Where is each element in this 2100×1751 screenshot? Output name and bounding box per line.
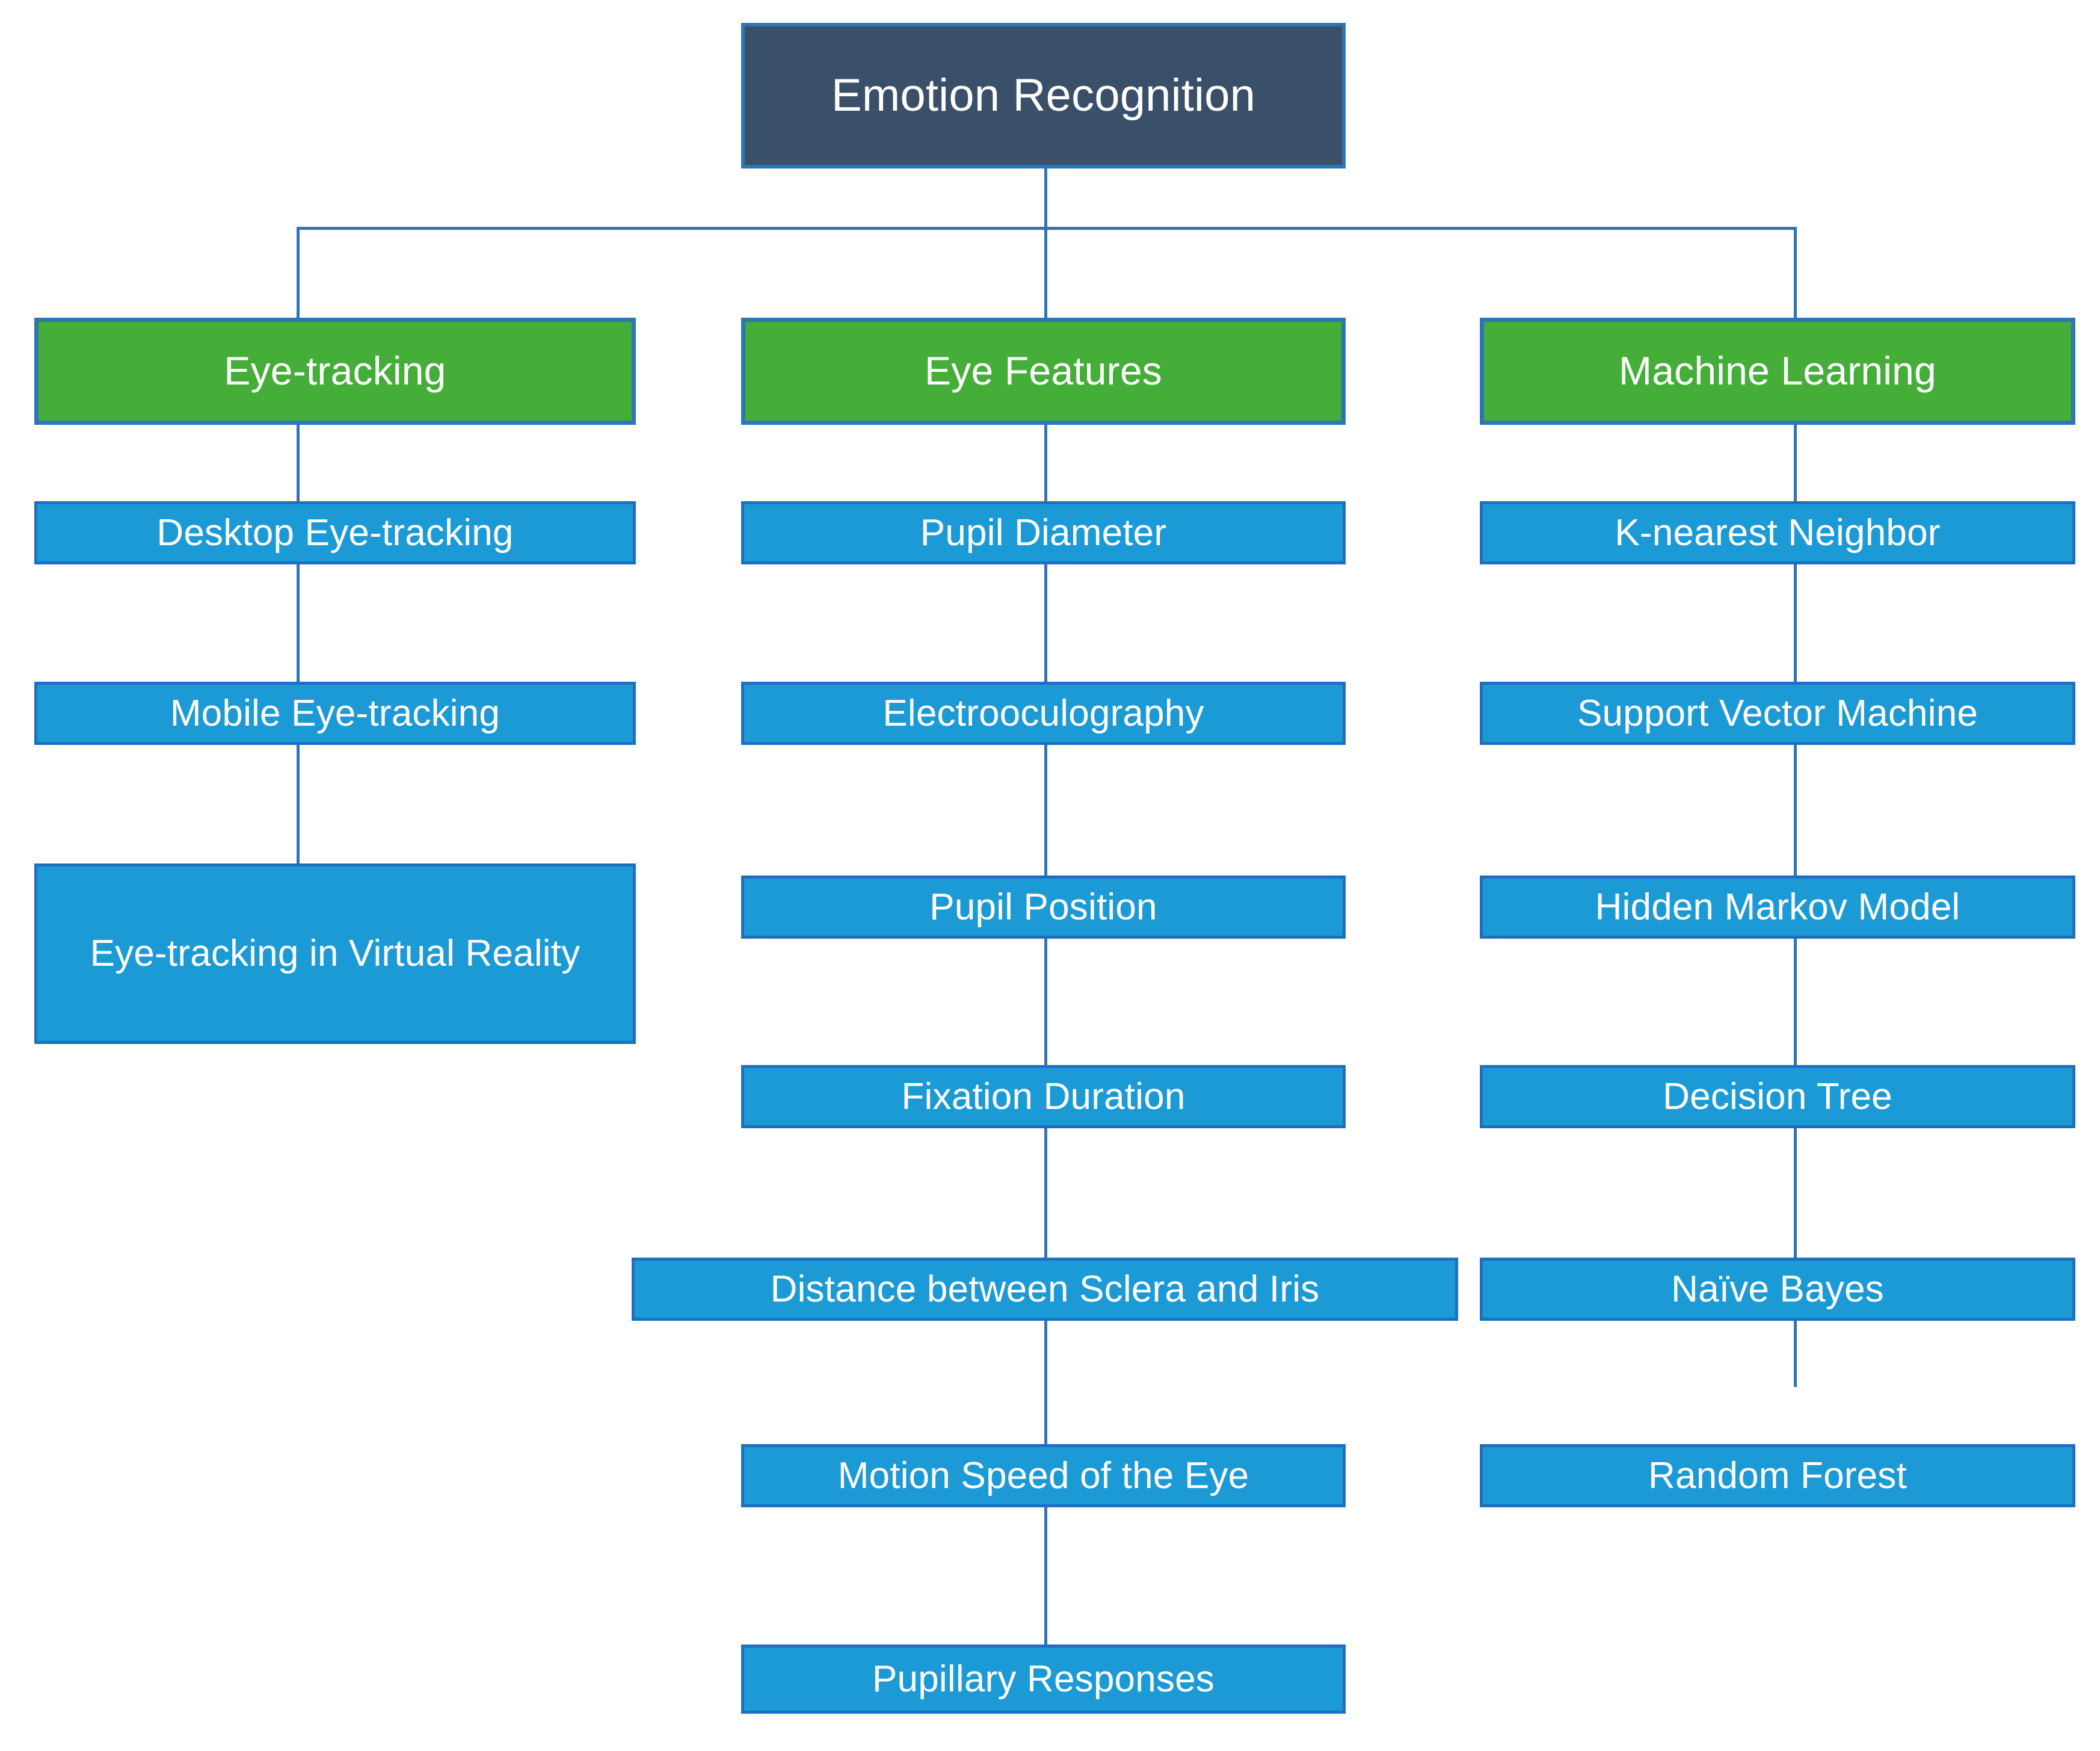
connector-spine-col2 [1044, 424, 1047, 1646]
node-leaf-pupil-position[interactable]: Pupil Position [741, 876, 1346, 939]
connector-drop-eye-tracking [297, 227, 300, 319]
node-label: Fixation Duration [901, 1075, 1186, 1117]
connector-drop-machine-learning [1794, 227, 1797, 319]
node-leaf-pupillary-responses[interactable]: Pupillary Responses [741, 1644, 1346, 1714]
node-label: Eye Features [925, 348, 1162, 394]
node-label: Hidden Markov Model [1595, 886, 1960, 928]
node-leaf-eye-tracking-virtual-reality[interactable]: Eye-tracking in Virtual Reality [34, 863, 636, 1044]
node-label: Support Vector Machine [1577, 692, 1978, 734]
node-label: Mobile Eye-tracking [170, 692, 500, 734]
node-label: Decision Tree [1663, 1075, 1892, 1117]
node-label: K-nearest Neighbor [1615, 511, 1941, 554]
node-category-machine-learning[interactable]: Machine Learning [1480, 318, 2075, 425]
node-label: Naïve Bayes [1671, 1268, 1884, 1310]
node-leaf-decision-tree[interactable]: Decision Tree [1480, 1065, 2075, 1128]
connector-root-stem [1044, 168, 1047, 230]
node-category-eye-tracking[interactable]: Eye-tracking [34, 318, 636, 425]
node-leaf-motion-speed-eye[interactable]: Motion Speed of the Eye [741, 1444, 1346, 1507]
node-leaf-random-forest[interactable]: Random Forest [1480, 1444, 2075, 1507]
node-leaf-mobile-eye-tracking[interactable]: Mobile Eye-tracking [34, 682, 636, 745]
node-label: Eye-tracking [224, 348, 446, 394]
connector-drop-eye-features [1044, 227, 1047, 319]
node-leaf-pupil-diameter[interactable]: Pupil Diameter [741, 501, 1346, 564]
node-label: Emotion Recognition [831, 70, 1256, 122]
node-leaf-desktop-eye-tracking[interactable]: Desktop Eye-tracking [34, 501, 636, 564]
node-label: Distance between Sclera and Iris [770, 1268, 1320, 1310]
node-label: Pupil Position [929, 886, 1157, 928]
node-label: Machine Learning [1619, 348, 1936, 394]
node-leaf-naive-bayes[interactable]: Naïve Bayes [1480, 1258, 2075, 1321]
node-category-eye-features[interactable]: Eye Features [741, 318, 1346, 425]
node-label: Pupil Diameter [920, 511, 1167, 554]
node-leaf-hidden-markov-model[interactable]: Hidden Markov Model [1480, 876, 2075, 939]
node-label: Desktop Eye-tracking [156, 511, 514, 554]
node-leaf-support-vector-machine[interactable]: Support Vector Machine [1480, 682, 2075, 745]
node-leaf-electrooculography[interactable]: Electrooculography [741, 682, 1346, 745]
node-leaf-fixation-duration[interactable]: Fixation Duration [741, 1065, 1346, 1128]
node-leaf-distance-sclera-iris[interactable]: Distance between Sclera and Iris [632, 1258, 1458, 1321]
node-leaf-k-nearest-neighbor[interactable]: K-nearest Neighbor [1480, 501, 2075, 564]
node-root-emotion-recognition[interactable]: Emotion Recognition [741, 23, 1346, 168]
node-label: Pupillary Responses [872, 1658, 1215, 1700]
node-label: Random Forest [1648, 1454, 1907, 1496]
node-label: Motion Speed of the Eye [837, 1454, 1249, 1496]
node-label: Electrooculography [882, 692, 1204, 734]
node-label: Eye-tracking in Virtual Reality [90, 933, 580, 975]
